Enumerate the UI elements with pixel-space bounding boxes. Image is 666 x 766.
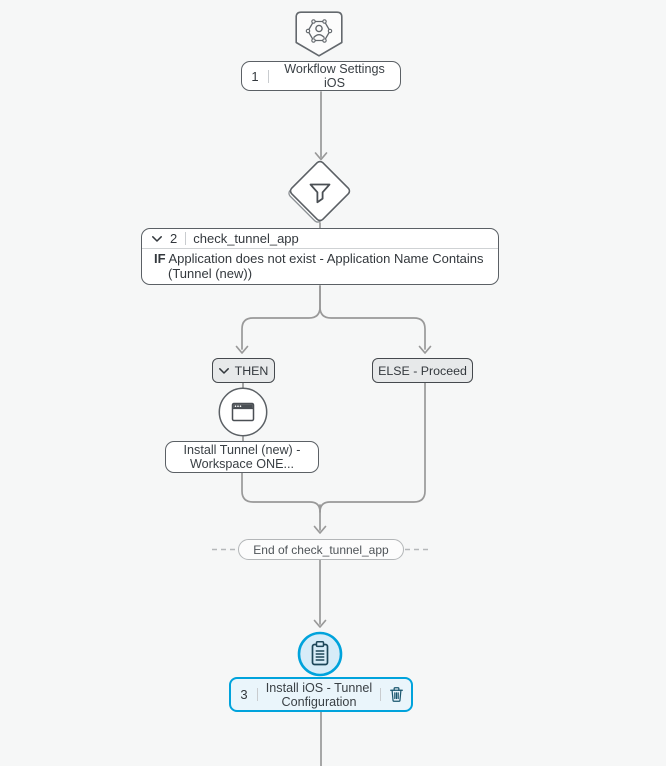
step-subtitle: Workspace ONE...	[189, 457, 295, 471]
workflow-profile-badge-icon	[295, 11, 343, 57]
end-marker-label: End of check_tunnel_app	[253, 542, 389, 557]
step-workflow-settings[interactable]: 1 Workflow Settings iOS	[241, 61, 401, 91]
action-circle	[218, 387, 268, 437]
number-divider	[257, 688, 258, 701]
clipboard-icon	[311, 641, 329, 666]
diamond-shape	[289, 160, 351, 222]
step-title: Install Tunnel (new) -	[183, 443, 301, 457]
condition-header[interactable]: 2 check_tunnel_app	[142, 229, 498, 249]
trash-icon	[389, 687, 403, 702]
end-of-condition-marker: End of check_tunnel_app	[238, 539, 404, 560]
condition-rule-line2: (Tunnel (new))	[168, 265, 253, 281]
number-divider	[268, 69, 269, 83]
workflow-start-node[interactable]	[295, 11, 343, 57]
chevron-down-icon[interactable]	[152, 235, 162, 242]
condition-rule-line1: IF Application does not exist - Applicat…	[154, 251, 484, 266]
arrowhead	[235, 345, 249, 354]
step-install-tunnel[interactable]: Install Tunnel (new) - Workspace ONE...	[165, 441, 319, 473]
arrowhead	[418, 345, 432, 354]
filter-funnel-icon	[309, 183, 331, 204]
if-keyword: IF	[154, 251, 166, 266]
arrowhead	[313, 525, 327, 534]
app-window-icon	[231, 402, 255, 422]
action-divider	[380, 688, 381, 701]
step-label: Install iOS - Tunnel Configuration	[258, 681, 380, 709]
connector-then-merge	[241, 472, 321, 513]
then-branch-pill[interactable]: THEN	[212, 358, 275, 383]
then-label: THEN	[234, 363, 269, 378]
step-subtitle: iOS	[324, 76, 345, 90]
install-app-action-node[interactable]	[218, 387, 268, 437]
else-branch-pill[interactable]: ELSE - Proceed	[372, 358, 473, 383]
delete-step-button[interactable]	[381, 679, 411, 710]
arrowhead	[313, 619, 327, 628]
step-title: Install iOS - Tunnel	[265, 680, 373, 695]
condition-name: check_tunnel_app	[193, 231, 299, 246]
condition-filter-node[interactable]	[285, 156, 355, 226]
connector-then-branch	[241, 285, 321, 350]
condition-rule: IF Application does not exist - Applicat…	[142, 249, 498, 281]
step-title: Workflow Settings	[284, 62, 385, 76]
step-number: 1	[251, 68, 259, 84]
connector-else-branch	[319, 285, 426, 350]
chevron-down-icon[interactable]	[218, 367, 229, 374]
condition-number: 2	[170, 231, 178, 246]
step-subtitle: Configuration	[281, 694, 357, 709]
condition-box-check-tunnel-app[interactable]: 2 check_tunnel_app IF Application does n…	[141, 228, 499, 285]
profile-action-node-selected[interactable]	[297, 631, 343, 677]
step-label: Install Tunnel (new) - Workspace ONE...	[166, 443, 318, 471]
step-install-ios-tunnel-configuration[interactable]: 3 Install iOS - Tunnel Configuration	[229, 677, 413, 712]
step-label: Workflow Settings iOS	[269, 62, 400, 90]
number-divider	[185, 232, 187, 245]
arrowhead	[314, 152, 328, 161]
else-label: ELSE - Proceed	[378, 363, 467, 378]
step-number: 3	[240, 687, 248, 702]
connector-else-merge	[319, 382, 426, 513]
